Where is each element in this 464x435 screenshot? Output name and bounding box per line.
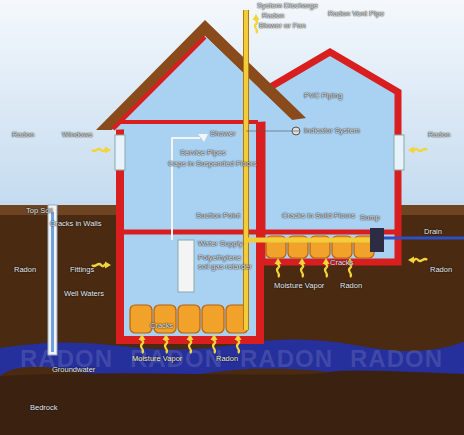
window: [394, 135, 404, 170]
callout-label: Cracks in Walls: [50, 220, 101, 229]
bedrock: [0, 370, 464, 435]
suction-pipe: [246, 238, 372, 243]
callout-label: Cracks: [330, 259, 353, 268]
water-tank: [178, 240, 194, 292]
callout-label: Service Pipes: [180, 149, 226, 158]
callout-label: Well Waters: [64, 290, 104, 299]
callout-label: Blower or Fan: [259, 22, 306, 31]
callout-label: Radon: [430, 266, 452, 275]
leader-line: [246, 131, 300, 132]
radon-arrow: [323, 258, 330, 277]
callout-label: Top Soil: [26, 207, 53, 216]
callout-label: Cracks: [150, 322, 173, 331]
radon-arrow: [299, 258, 306, 277]
radon-arrows: [92, 14, 427, 353]
floor: [120, 230, 260, 235]
callout-label: Moisture Vapor: [274, 282, 324, 291]
callout-label: Cracks in Solid Floors: [282, 212, 355, 221]
callout-label: Windows: [62, 131, 92, 140]
callout-label: Radon: [12, 131, 34, 140]
service-pipe: [171, 200, 173, 240]
radon-arrow: [275, 258, 282, 277]
attic: [112, 36, 292, 130]
roof: [96, 20, 306, 130]
callout-label: Indicator System: [304, 127, 360, 136]
watermark: RADON: [20, 347, 113, 371]
callout-label: PVC Piping: [304, 92, 342, 101]
radon-arrow: [92, 147, 111, 154]
callout-label: Water Supply: [198, 240, 243, 249]
house-wing: [262, 52, 398, 262]
well-water: [51, 212, 54, 352]
watermark: RADON: [240, 347, 333, 371]
callout-label: Gaps in Suspended Floors: [168, 160, 257, 169]
window: [115, 135, 125, 170]
callout-label: Radon: [262, 12, 284, 21]
gravel-layer: [130, 236, 374, 333]
callout-label: Sump: [360, 214, 380, 223]
shower-head: [198, 134, 208, 142]
house-body: [120, 118, 260, 340]
callout-label: Drain: [424, 228, 442, 237]
callout-label: Shower: [210, 130, 235, 139]
callout-label: Fittings: [70, 266, 94, 275]
callout-label: System Discharge: [257, 2, 318, 11]
vent-pipe: [244, 10, 248, 330]
callout-label: Suction Point: [196, 212, 240, 221]
attic-floor: [120, 120, 258, 124]
radon-arrow: [92, 262, 111, 269]
gravel: [178, 305, 200, 333]
radon-arrow: [408, 257, 427, 264]
radon-arrow: [408, 147, 427, 154]
sump-pit: [370, 228, 384, 252]
callout-label: Polyethylene soil gas retarder: [198, 254, 254, 271]
callout-label: Radon Vent Pipe: [328, 10, 384, 19]
vent-pipe-outline: [243, 10, 249, 330]
gravel: [202, 305, 224, 333]
service-pipe: [172, 138, 200, 200]
roof-edge: [113, 37, 205, 129]
watermark: RADON: [350, 347, 443, 371]
radon-arrow: [253, 14, 260, 33]
callout-label: Radon: [428, 131, 450, 140]
gravel: [130, 305, 152, 333]
callout-label: Radon: [14, 266, 36, 275]
callout-label: Bedrock: [30, 404, 58, 413]
callout-label: Radon: [340, 282, 362, 291]
ground: [0, 205, 464, 435]
drain-pipe: [384, 237, 464, 240]
watermark: RADON: [130, 347, 223, 371]
